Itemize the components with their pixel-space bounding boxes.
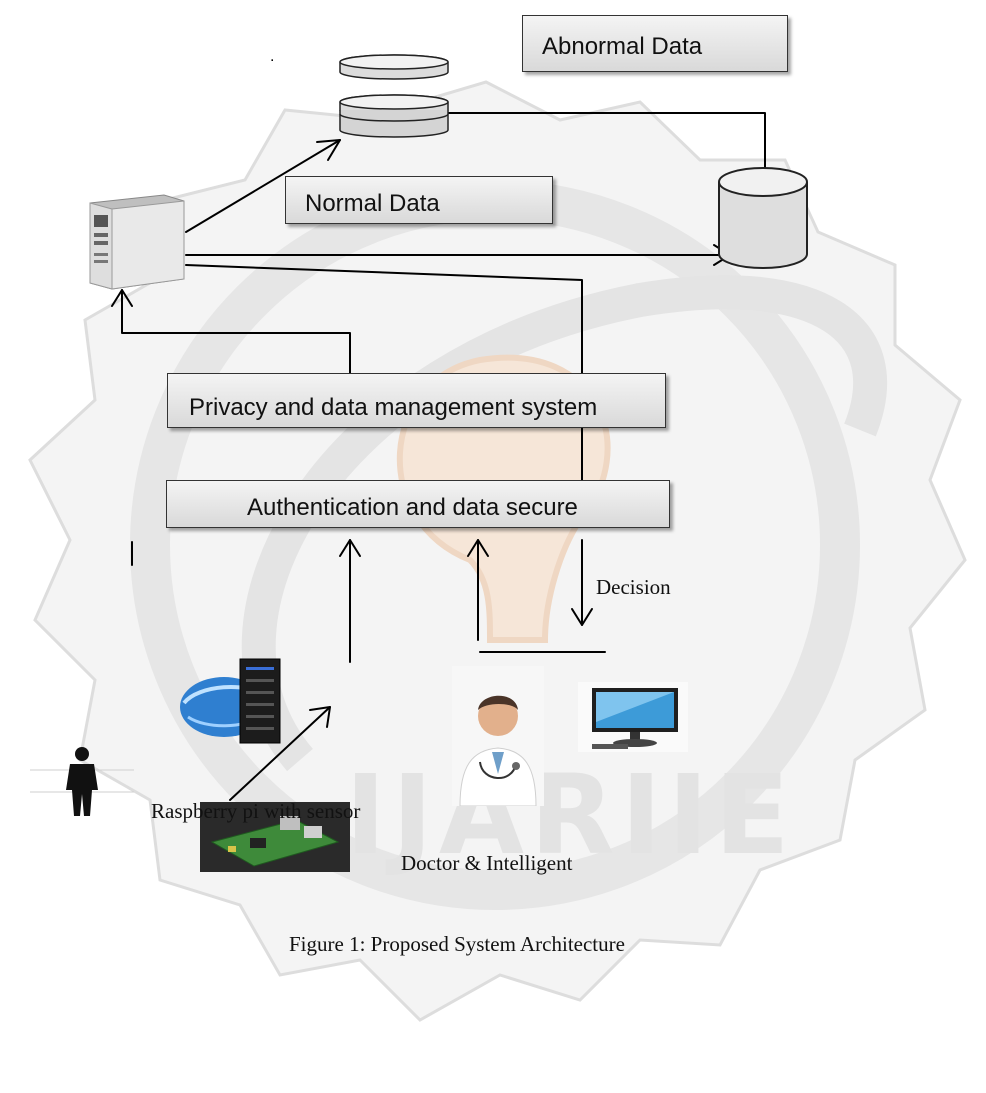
database-stack-icon: [339, 54, 449, 138]
normal-data-label: Normal Data: [305, 190, 440, 217]
abnormal-data-cylinder-icon: [718, 167, 808, 269]
doctor-label: Doctor & Intelligent: [401, 851, 573, 875]
decision-label: Decision: [596, 575, 671, 599]
watermark-swoosh: [241, 275, 887, 772]
database-to-cylinder-line: [445, 112, 766, 191]
server-tower-icon: [89, 194, 185, 290]
decision-arrowhead: [571, 608, 593, 626]
network-gateway-icon: [180, 658, 281, 744]
server-to-database-arrowhead: [316, 139, 341, 161]
doctor-to-auth-arrowhead: [467, 539, 489, 557]
privacy-to-server-arrowhead: [111, 289, 133, 307]
figure-caption: Figure 1: Proposed System Architecture: [289, 932, 625, 956]
authentication-box: Authentication and data secure: [166, 480, 670, 528]
server-to-database-arrow: [185, 139, 341, 233]
raspberry-label: Raspberry pi with sensor: [151, 799, 361, 823]
gateway-to-auth-arrowhead: [339, 539, 361, 557]
authentication-label: Authentication and data secure: [247, 494, 578, 521]
raspberry-pi-board-icon: [200, 802, 350, 872]
doctor-photo-icon: [452, 666, 544, 806]
raspberry-to-gateway-arrowhead: [309, 706, 331, 728]
stray-dot: .: [270, 48, 275, 65]
normal-data-box: Normal Data: [285, 176, 553, 224]
server-right-link-line: [185, 264, 583, 374]
abnormal-data-box: Abnormal Data: [522, 15, 788, 72]
privacy-system-label: Privacy and data management system: [189, 394, 598, 421]
privacy-system-box: Privacy and data management system: [167, 373, 666, 428]
human-sensor-icon: [30, 747, 134, 816]
computer-monitor-icon: [578, 682, 688, 752]
privacy-to-server-line: [121, 289, 351, 374]
watermark-text: IJARIIE: [345, 751, 796, 879]
abnormal-data-label: Abnormal Data: [542, 33, 703, 60]
raspberry-to-gateway-arrow: [229, 706, 331, 801]
